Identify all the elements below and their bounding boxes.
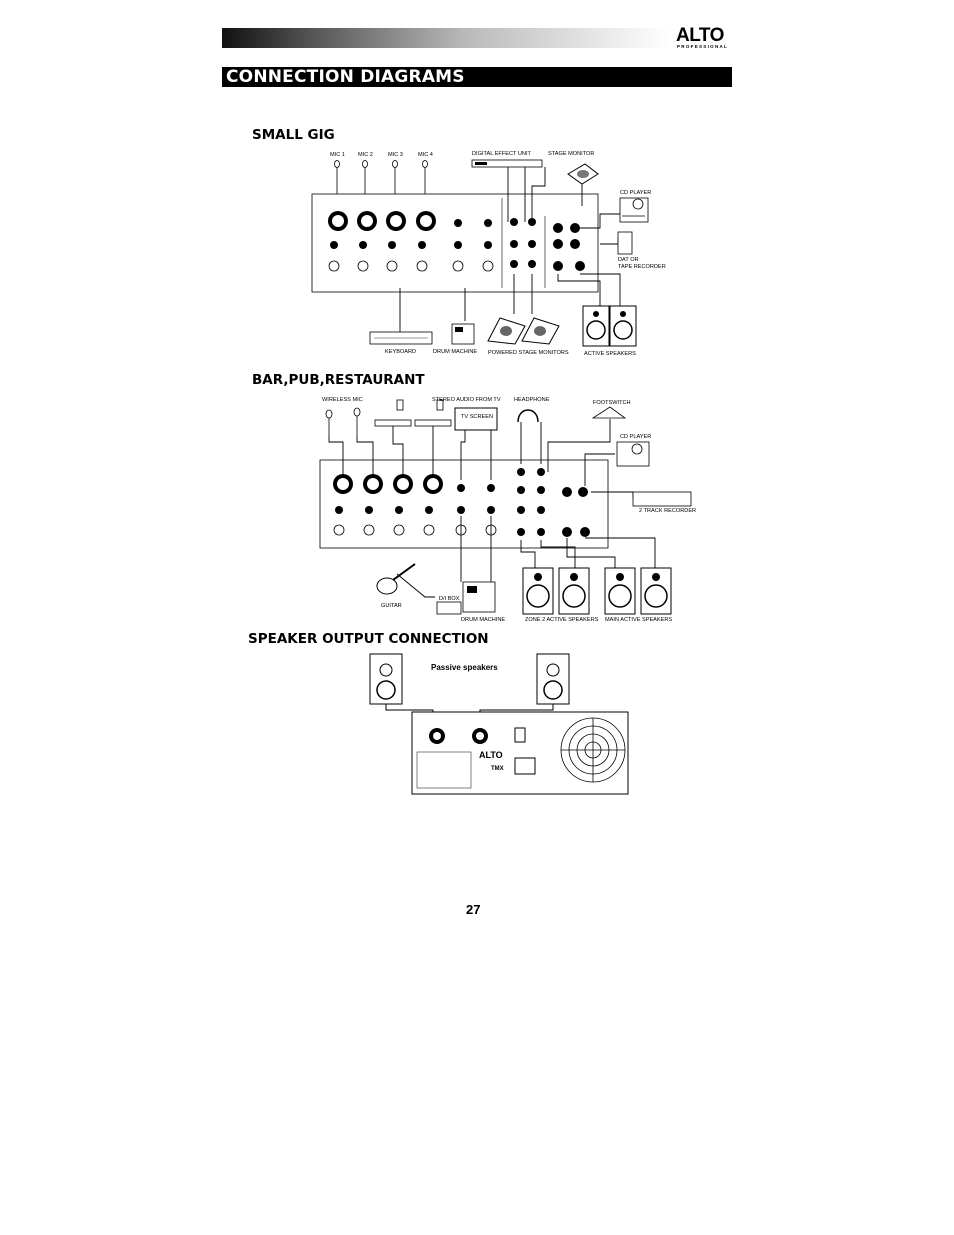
stereo-audio-label: STEREO AUDIO FROM TV [432,397,501,403]
wireless-mic-icon [353,407,361,436]
two-track-label: 2 TRACK RECORDER [639,508,696,514]
guitar-icon [376,563,416,595]
power-switch [514,727,526,743]
active-speaker-icon [582,305,610,347]
logo-subtext: PROFESSIONAL [677,44,729,49]
mic-icon [362,160,368,196]
page-title-bar: CONNECTION DIAGRAMS [222,67,732,87]
drum-machine-label: DRUM MACHINE [433,349,477,355]
mic-icon [422,160,428,196]
two-track-recorder-icon [632,491,692,507]
wireless-mic-icon [325,409,333,436]
footswitch-icon [591,406,627,419]
mic3-label: MIC 3 [388,152,403,158]
powered-monitors-label: POWERED STAGE MONITORS [488,350,569,356]
zone2-label: ZONE 2 ACTIVE SPEAKERS [525,617,599,623]
page-title: CONNECTION DIAGRAMS [226,67,465,87]
passive-speaker-left-icon [369,653,403,705]
dat-label: DAT OR [618,257,639,263]
active-speakers-label: ACTIVE SPEAKERS [584,351,636,357]
cd-player-label-2: CD PLAYER [620,434,651,440]
small-gig-heading: SMALL GIG [252,127,335,143]
page-number: 27 [466,902,481,917]
mic-icon [392,160,398,196]
headphone-label: HEADPHONE [514,397,550,403]
tv-screen-label: TV SCREEN [461,414,493,420]
fan-grill [560,717,626,783]
bar-pub-heading: BAR,PUB,RESTAURANT [252,372,425,388]
keyboard-label: KEYBOARD [385,349,416,355]
header-gradient-bar [222,28,670,48]
stage-monitor-label: STAGE MONITOR [548,151,594,157]
headphone-icon [517,409,539,423]
powered-stage-monitor-icon [521,317,560,345]
stage-monitor-icon [567,163,599,185]
zone2-speaker-icon [558,567,590,615]
main-speaker-icon [604,567,636,615]
di-box-icon [436,601,462,615]
wireless-receiver-icon [414,419,452,427]
mic-icon [334,160,340,196]
dat-recorder-icon [617,231,633,255]
wireless-mic-label: WIRELESS MIC [322,397,363,403]
cd-player-icon [619,197,649,223]
effect-unit-icon [471,159,543,168]
drum-machine-label-2: DRUM MACHINE [461,617,505,623]
speaker-output-heading: SPEAKER OUTPUT CONNECTION [248,631,489,647]
model-label: TMX [491,766,504,772]
passive-speakers-label: Passive speakers [431,663,498,672]
main-speaker-icon [640,567,672,615]
wireless-receiver-icon [374,419,412,427]
drum-machine-icon-2 [462,581,496,613]
small-gig-diagram: MIC 1 MIC 2 MIC 3 MIC 4 DIGITAL EFFECT U… [311,151,666,357]
footswitch-label: FOOTSWITCH [593,400,631,406]
mic2-label: MIC 2 [358,152,373,158]
tv-screen-icon [454,407,498,431]
mic4-label: MIC 4 [418,152,433,158]
main-active-label: MAIN ACTIVE SPEAKERS [605,617,672,623]
power-inlet [514,757,536,775]
keyboard-icon [369,331,433,345]
speaker-output-diagram: Passive speakers TMX ALTO [369,653,629,795]
effect-unit-label: DIGITAL EFFECT UNIT [472,151,532,157]
active-speaker-icon [609,305,637,347]
mic1-label: MIC 1 [330,152,345,158]
cd-player-label: CD PLAYER [620,190,651,196]
passive-speaker-right-icon [536,653,570,705]
di-box-label: D/I BOX [439,596,460,602]
bar-pub-diagram: WIRELESS MIC STEREO AUDIO FROM TV TV SCR… [319,397,696,623]
logo-text: ALTO [676,25,724,46]
alto-logo: ALTO PROFESSIONAL [676,26,734,50]
zone2-speaker-icon [522,567,554,615]
drum-machine-icon [451,323,475,345]
tape-recorder-label: TAPE RECORDER [618,264,666,270]
guitar-label: GUITAR [381,603,402,609]
amp-logo: ALTO [479,750,503,760]
powered-stage-monitor-icon [487,317,526,345]
cd-player-icon [616,441,650,467]
